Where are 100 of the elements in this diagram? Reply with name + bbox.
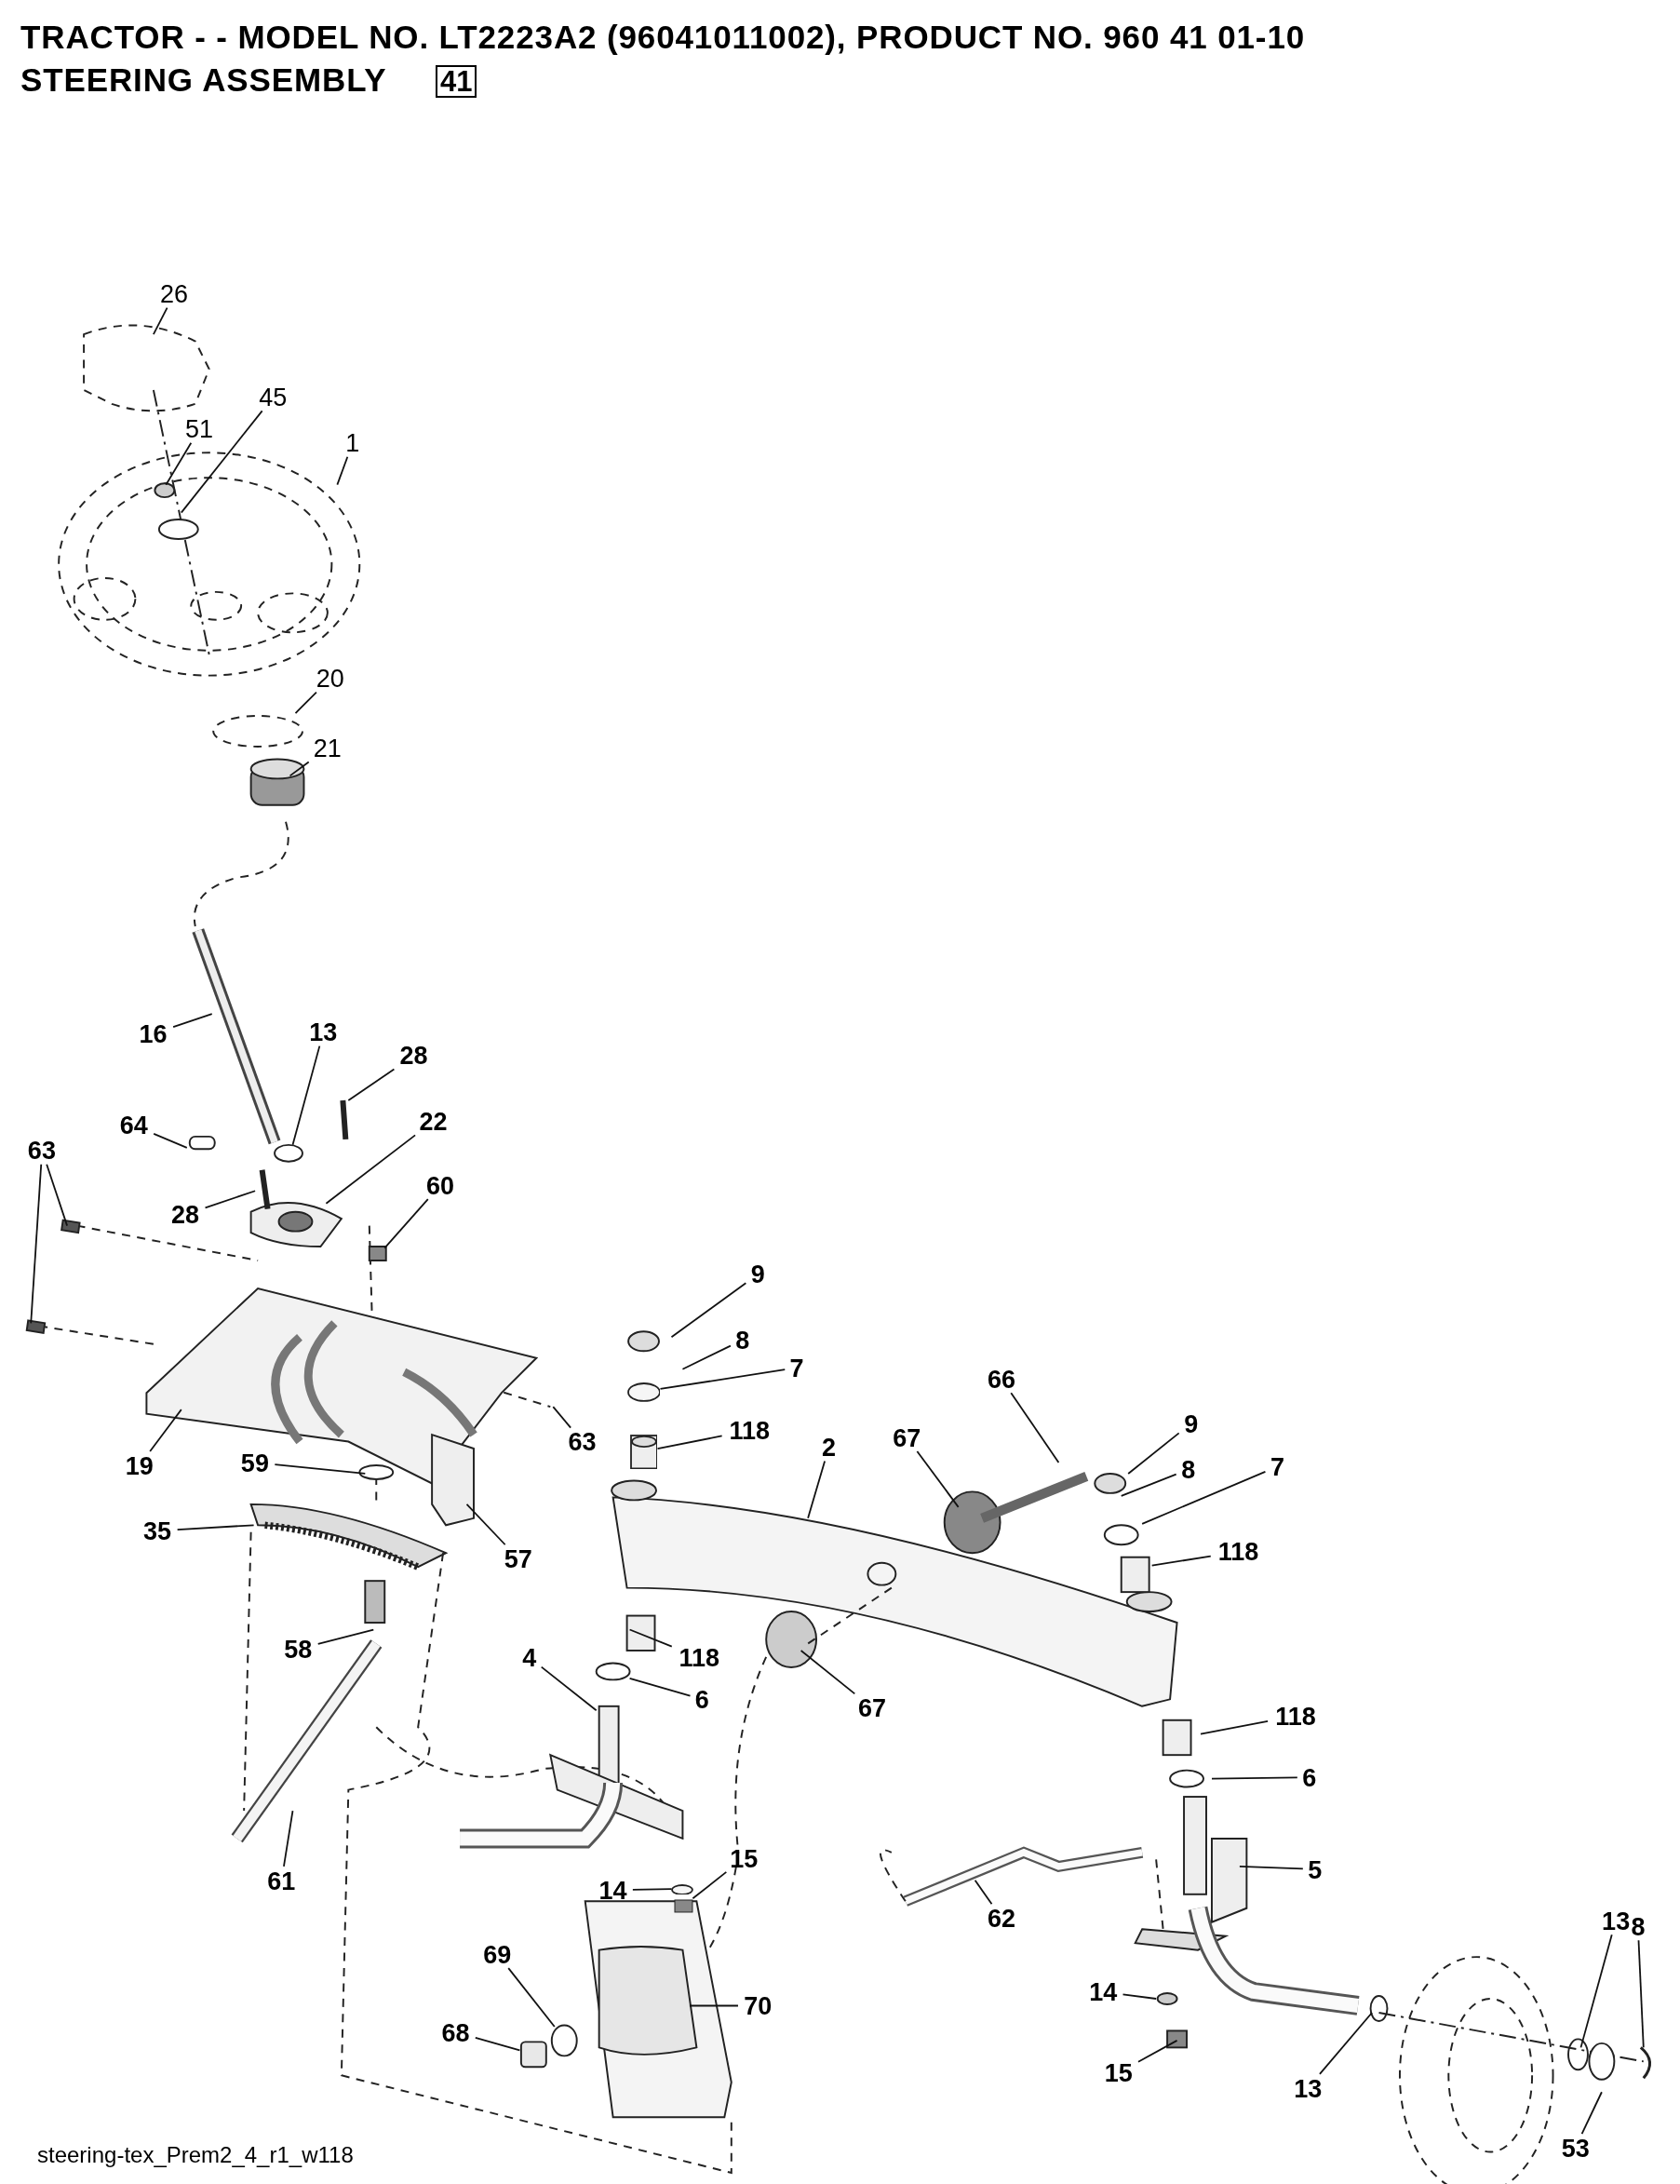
figure-number: 41: [436, 65, 477, 98]
leader-line: [274, 1463, 367, 1475]
callout-number: 14: [598, 1878, 627, 1904]
callout-number: 53: [1561, 2136, 1590, 2162]
leader-line: [631, 1888, 673, 1891]
callout-number: 28: [171, 1202, 200, 1228]
leader-line: [656, 1435, 723, 1449]
drawing-reference: steering-tex_Prem2_4_r1_w118: [37, 2141, 354, 2169]
callout-number: 66: [988, 1367, 1016, 1393]
leader-line: [692, 1870, 728, 1900]
nut-drawing: [674, 1898, 694, 1913]
callout-number: 118: [729, 1418, 770, 1444]
leader-line: [1141, 1471, 1267, 1525]
callout-number: 63: [568, 1429, 597, 1455]
callout-number: 5: [1308, 1857, 1323, 1883]
callout-number: 58: [284, 1637, 313, 1663]
leader-line: [30, 1163, 43, 1325]
leader-line: [1580, 2091, 1603, 2136]
callout-number: 14: [1089, 1979, 1118, 2005]
callout-number: 15: [1104, 2060, 1133, 2086]
leader-line: [474, 2037, 521, 2052]
leader-line: [1579, 1934, 1613, 2049]
callout-number: 16: [139, 1021, 168, 1047]
washer-drawing: [626, 1382, 661, 1402]
leader-line: [1319, 2012, 1373, 2075]
callout-number: 6: [694, 1687, 709, 1713]
leader-line: [180, 410, 263, 514]
leader-line: [1200, 1720, 1269, 1735]
leader-line: [153, 1132, 188, 1149]
leader-line: [1120, 1473, 1177, 1497]
callout-number: 57: [504, 1546, 532, 1572]
leader-line: [465, 1503, 506, 1546]
leader-line: [628, 1628, 673, 1648]
callout-number: 19: [125, 1453, 154, 1478]
leader-line: [1637, 1939, 1645, 2049]
callout-number: 8: [1631, 1914, 1646, 1940]
callout-number: 60: [425, 1173, 454, 1199]
leader-line: [176, 1524, 255, 1530]
leader-line: [316, 1628, 375, 1645]
leader-line: [552, 1406, 572, 1429]
callout-number: 63: [27, 1138, 56, 1164]
leader-line: [916, 1450, 960, 1508]
callout-number: 118: [1275, 1704, 1316, 1730]
leader-line: [628, 1678, 692, 1697]
leader-line: [149, 1409, 182, 1452]
callout-number: 45: [259, 384, 288, 411]
callout-number: 4: [522, 1645, 537, 1671]
callout-number: 1: [345, 430, 360, 456]
leader-line: [325, 1134, 416, 1205]
leader-line: [289, 761, 310, 777]
callout-number: 9: [1184, 1411, 1199, 1437]
leader-line: [204, 1190, 256, 1209]
callout-number: 67: [893, 1425, 921, 1451]
callout-number: 35: [143, 1518, 172, 1544]
leader-line: [347, 1068, 396, 1101]
callout-number: 59: [240, 1450, 269, 1476]
callout-number: 13: [1602, 1908, 1631, 1935]
leader-line: [800, 1650, 856, 1695]
leader-line: [336, 455, 349, 486]
leader-line: [46, 1163, 69, 1227]
callout-number: 8: [1181, 1457, 1196, 1483]
leader-line: [165, 441, 193, 486]
leader-line: [1010, 1392, 1060, 1463]
leader-line: [1137, 2040, 1178, 2063]
callout-number: 69: [483, 1942, 512, 1968]
leader-line: [507, 1967, 556, 2028]
leader-line: [1211, 1776, 1298, 1780]
callout-number: 26: [160, 281, 189, 307]
leader-line: [659, 1368, 786, 1390]
leader-line: [172, 1013, 213, 1028]
leader-line: [689, 2004, 739, 2007]
leader-line: [1127, 1432, 1180, 1475]
callout-number: 8: [735, 1328, 750, 1354]
callout-number: 64: [119, 1112, 148, 1139]
callout-number: 7: [1270, 1454, 1284, 1480]
callout-number: 13: [309, 1019, 338, 1045]
callout-number: 28: [399, 1044, 428, 1069]
leader-line: [681, 1344, 732, 1370]
leader-line: [291, 1045, 321, 1146]
washer-drawing: [671, 1883, 694, 1895]
leader-line: [1122, 1993, 1158, 2000]
callout-number: 51: [185, 416, 214, 442]
leader-line: [540, 1665, 598, 1712]
callout-number: 118: [1217, 1539, 1259, 1565]
leader-line: [383, 1198, 429, 1249]
leader-line: [153, 306, 168, 335]
leader-line: [670, 1282, 747, 1339]
callout-number: 118: [679, 1645, 720, 1671]
callout-number: 7: [789, 1355, 804, 1382]
callout-number: 22: [419, 1109, 448, 1135]
callout-number: 9: [750, 1261, 765, 1287]
callout-number: 21: [313, 735, 342, 762]
callout-number: 61: [267, 1868, 296, 1894]
callout-number: 62: [988, 1906, 1016, 1932]
bushing-drawing: [629, 1434, 658, 1470]
leader-line: [1150, 1555, 1212, 1567]
title: TRACTOR - - MODEL NO. LT2223A2 (96041011002), PRODUCT NO. 960 41 01-10: [20, 18, 1306, 57]
leader-line: [283, 1810, 294, 1867]
callout-number: 6: [1302, 1765, 1317, 1791]
callout-number: 70: [744, 1993, 773, 2019]
